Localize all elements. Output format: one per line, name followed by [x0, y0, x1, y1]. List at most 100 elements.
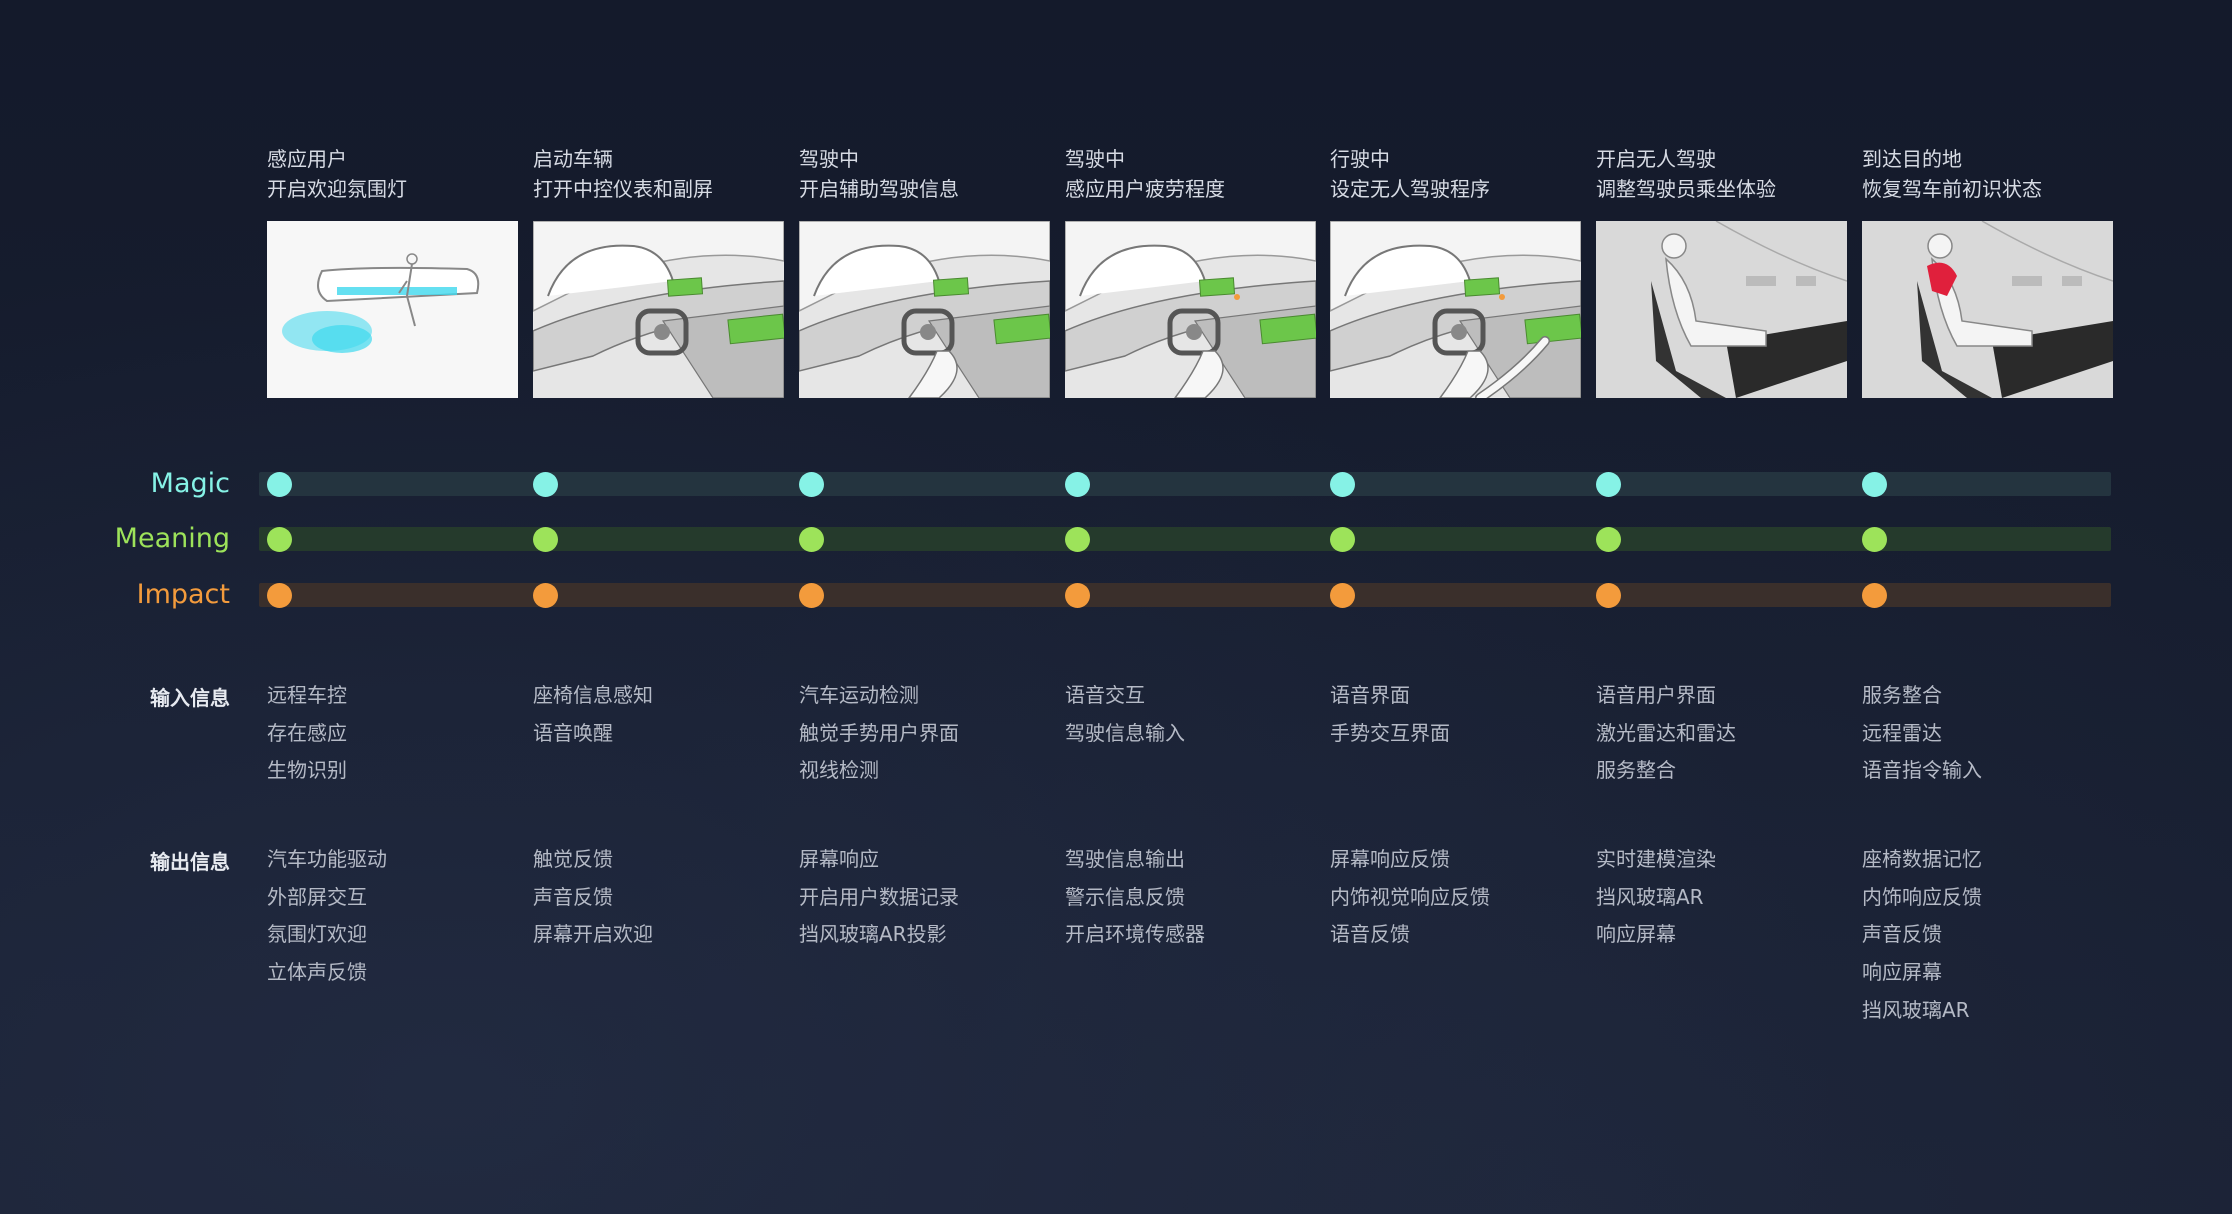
list-item: 开启环境传感器 [1065, 922, 1205, 947]
list-item: 声音反馈 [1862, 922, 1942, 947]
scene-dashboard-screens [533, 221, 784, 398]
output-list: 驾驶信息输出警示信息反馈开启环境传感器 [1065, 841, 1320, 954]
list-item: 挡风玻璃AR [1596, 884, 1704, 909]
track-dot [1862, 582, 1887, 608]
input-list: 语音界面手势交互界面 [1330, 677, 1585, 752]
track-dot [1065, 582, 1090, 608]
list-item: 挡风玻璃AR [1862, 997, 1970, 1022]
stage-title: 开启无人驾驶调整驾驶员乘坐体验 [1596, 144, 1851, 204]
stage-title-line-1: 感应用户 [267, 147, 347, 171]
stage-title-line-2: 调整驾驶员乘坐体验 [1596, 177, 1776, 201]
track-bar-meaning [259, 527, 2111, 551]
stage-illustration [1596, 221, 1847, 398]
track-label-magic: Magic [150, 468, 230, 499]
input-row-label: 输入信息 [150, 686, 230, 710]
stage-illustration [799, 221, 1050, 398]
list-item: 手势交互界面 [1330, 720, 1450, 745]
track-dot [799, 582, 824, 608]
stage-title-line-1: 驾驶中 [799, 147, 859, 171]
track-label-meaning: Meaning [114, 523, 230, 554]
track-dot [1596, 526, 1621, 552]
track-dot [1065, 526, 1090, 552]
list-item: 实时建模渲染 [1596, 847, 1716, 871]
track-dot [1330, 471, 1355, 497]
stage-illustration [1065, 221, 1316, 398]
track-dot [1596, 471, 1621, 497]
list-item: 生物识别 [267, 758, 347, 783]
stage-title-line-1: 驾驶中 [1065, 147, 1125, 171]
list-item: 声音反馈 [533, 884, 613, 909]
track-dot [1862, 471, 1887, 497]
list-item: 服务整合 [1596, 758, 1676, 783]
input-list: 语音用户界面激光雷达和雷达服务整合 [1596, 677, 1851, 790]
stage-title: 行驶中设定无人驾驶程序 [1330, 144, 1585, 204]
stage-title-line-2: 开启欢迎氛围灯 [267, 177, 407, 201]
stage-title-line-1: 开启无人驾驶 [1596, 147, 1716, 171]
input-list: 语音交互驾驶信息输入 [1065, 677, 1320, 752]
list-item: 远程车控 [267, 683, 347, 707]
output-list: 汽车功能驱动外部屏交互氛围灯欢迎立体声反馈 [267, 841, 522, 992]
stage-title: 驾驶中开启辅助驾驶信息 [799, 144, 1054, 204]
stage-title-line-2: 感应用户疲劳程度 [1065, 177, 1225, 201]
stage-illustration [1330, 221, 1581, 398]
list-item: 响应屏幕 [1596, 922, 1676, 947]
track-dot [1065, 471, 1090, 497]
stage-illustration [533, 221, 784, 398]
track-dot [267, 526, 292, 552]
output-list: 屏幕响应反馈内饰视觉响应反馈语音反馈 [1330, 841, 1585, 954]
track-dot [1330, 582, 1355, 608]
scene-seat-restored [1862, 221, 2113, 398]
output-list: 屏幕响应开启用户数据记录挡风玻璃AR投影 [799, 841, 1054, 954]
list-item: 激光雷达和雷达 [1596, 720, 1736, 745]
list-item: 内饰响应反馈 [1862, 884, 1982, 909]
input-list: 座椅信息感知语音唤醒 [533, 677, 788, 752]
track-bar-magic [259, 472, 2111, 496]
list-item: 驾驶信息输出 [1065, 847, 1185, 871]
list-item: 座椅数据记忆 [1862, 847, 1982, 871]
list-item: 驾驶信息输入 [1065, 720, 1185, 745]
list-item: 屏幕开启欢迎 [533, 922, 653, 947]
stage-title-line-2: 打开中控仪表和副屏 [533, 177, 713, 201]
list-item: 远程雷达 [1862, 720, 1942, 745]
output-list: 实时建模渲染挡风玻璃AR 响应屏幕 [1596, 841, 1851, 954]
track-dot [267, 471, 292, 497]
list-item: 氛围灯欢迎 [267, 922, 367, 947]
list-item: 汽车运动检测 [799, 683, 919, 707]
list-item: 立体声反馈 [267, 960, 367, 985]
output-list: 触觉反馈声音反馈屏幕开启欢迎 [533, 841, 788, 954]
track-dot [267, 582, 292, 608]
track-dot [533, 526, 558, 552]
stage-title: 启动车辆打开中控仪表和副屏 [533, 144, 788, 204]
list-item: 触觉手势用户界面 [799, 720, 959, 745]
scene-dashboard-gesture [1330, 221, 1581, 398]
list-item: 服务整合 [1862, 683, 1942, 707]
list-item: 挡风玻璃AR投影 [799, 922, 947, 947]
scene-dashboard-fatigue [1065, 221, 1316, 398]
list-item: 外部屏交互 [267, 884, 367, 909]
list-item: 语音反馈 [1330, 922, 1410, 947]
list-item: 汽车功能驱动 [267, 847, 387, 871]
track-dot [1862, 526, 1887, 552]
stage-title-line-2: 恢复驾车前初识状态 [1862, 177, 2042, 201]
track-dot [533, 471, 558, 497]
list-item: 内饰视觉响应反馈 [1330, 884, 1490, 909]
scene-seat-reclined [1596, 221, 1847, 398]
list-item: 屏幕响应反馈 [1330, 847, 1450, 871]
list-item: 触觉反馈 [533, 847, 613, 871]
stage-title-line-1: 到达目的地 [1862, 147, 1962, 171]
track-dot [1596, 582, 1621, 608]
input-list: 服务整合远程雷达语音指令输入 [1862, 677, 2117, 790]
output-list: 座椅数据记忆内饰响应反馈声音反馈响应屏幕挡风玻璃AR [1862, 841, 2117, 1029]
list-item: 响应屏幕 [1862, 960, 1942, 985]
list-item: 开启用户数据记录 [799, 884, 959, 909]
list-item: 语音唤醒 [533, 720, 613, 745]
stage-title-line-1: 行驶中 [1330, 147, 1390, 171]
track-dot [799, 471, 824, 497]
scene-car-exterior-welcome-light [267, 221, 518, 398]
scene-dashboard-driving [799, 221, 1050, 398]
track-dot [1330, 526, 1355, 552]
list-item: 存在感应 [267, 720, 347, 745]
stage-title: 感应用户开启欢迎氛围灯 [267, 144, 522, 204]
list-item: 语音用户界面 [1596, 683, 1716, 707]
